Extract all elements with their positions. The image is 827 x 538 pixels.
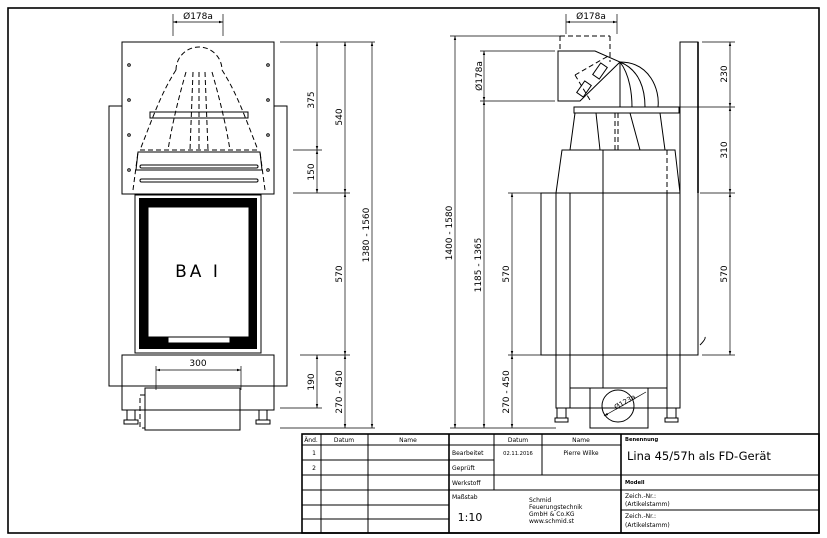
dim-1185-1365: 1185 - 1365 xyxy=(474,238,484,293)
dim-150: 150 xyxy=(307,163,317,180)
revision-2: 2 xyxy=(312,465,316,472)
benennung-label: Benennung xyxy=(625,437,658,443)
front-base xyxy=(121,354,275,411)
massstab-value: 1:10 xyxy=(458,511,483,524)
revision-1: 1 xyxy=(312,450,316,457)
dim-540: 540 xyxy=(335,108,345,125)
massstab-label: Maßstab xyxy=(452,494,478,501)
rev-header-aend: Änd. xyxy=(304,437,318,444)
front-feet xyxy=(123,409,271,425)
artikelstamm-2: (Artikelstamm) xyxy=(625,522,670,529)
geprueft-label: Geprüft xyxy=(452,465,475,472)
front-door-handle xyxy=(167,336,231,344)
side-vertical-dimensions: Ø178a 1400 - 1580 1185 - 1365 570 270 - … xyxy=(445,35,735,429)
side-view: Ø123a Ø178a xyxy=(445,11,735,429)
werkstoff-label: Werkstoff xyxy=(452,480,481,487)
company-line-1: Schmid xyxy=(529,497,551,504)
front-vertical-dimensions: 375 150 190 540 570 270 - 450 1380 - 156… xyxy=(280,41,375,429)
side-flue-diameter-side: Ø178a xyxy=(474,61,485,91)
dim-310: 310 xyxy=(720,141,730,158)
bearbeitet-name: Pierre Wilke xyxy=(563,450,599,457)
company-website: www.schmid.st xyxy=(529,518,575,525)
company-line-3: GmbH & Co.KG xyxy=(529,511,575,518)
dim-230: 230 xyxy=(720,65,730,82)
side-flue-diameter-top: Ø178a xyxy=(576,11,606,22)
front-panel-screws xyxy=(127,63,270,172)
front-door-frame xyxy=(134,194,262,354)
bearbeitet-date: 02.11.2016 xyxy=(503,451,533,457)
title-block: Änd. Datum Name 1 2 Datum Name Bearbeite… xyxy=(301,433,820,534)
front-door-glass xyxy=(147,206,250,338)
front-view: BA I Ø178a 300 xyxy=(108,11,375,431)
company-line-2: Feuerungstechnik xyxy=(529,504,583,511)
dim-270-450-side: 270 - 450 xyxy=(502,370,512,414)
side-front-panel xyxy=(679,41,699,356)
dim-570-side-left: 570 xyxy=(502,265,512,282)
front-width-300: 300 xyxy=(189,359,206,369)
dim-570-side-right: 570 xyxy=(720,265,730,282)
front-air-box xyxy=(144,387,241,431)
drawing-title: Lina 45/57h als FD-Gerät xyxy=(627,449,771,463)
header-datum: Datum xyxy=(508,437,528,444)
header-name: Name xyxy=(572,437,590,444)
modell-label: Modell xyxy=(625,480,645,486)
dim-1380-1560: 1380 - 1560 xyxy=(362,207,372,262)
side-hood xyxy=(557,35,680,151)
side-feet xyxy=(554,407,679,423)
bearbeitet-label: Bearbeitet xyxy=(452,450,484,457)
dim-270-450: 270 - 450 xyxy=(335,370,345,414)
door-label: BA I xyxy=(175,262,221,282)
side-air-box xyxy=(589,387,649,429)
zeich-nr-label-1: Zeich.-Nr.: xyxy=(625,493,656,500)
air-inlet-circle xyxy=(601,389,635,423)
side-surround xyxy=(540,192,681,356)
dim-1400-1580: 1400 - 1580 xyxy=(445,205,455,260)
rev-header-name: Name xyxy=(399,437,417,444)
rev-header-datum: Datum xyxy=(334,437,354,444)
dim-570: 570 xyxy=(335,265,345,282)
artikelstamm-1: (Artikelstamm) xyxy=(625,501,670,508)
front-hood-hidden-lines xyxy=(132,46,266,191)
zeich-nr-label-2: Zeich.-Nr.: xyxy=(625,513,656,520)
front-flue-diameter: Ø178a xyxy=(183,11,213,22)
dim-190: 190 xyxy=(307,373,317,390)
side-handle xyxy=(699,336,706,346)
dim-375: 375 xyxy=(307,91,317,108)
